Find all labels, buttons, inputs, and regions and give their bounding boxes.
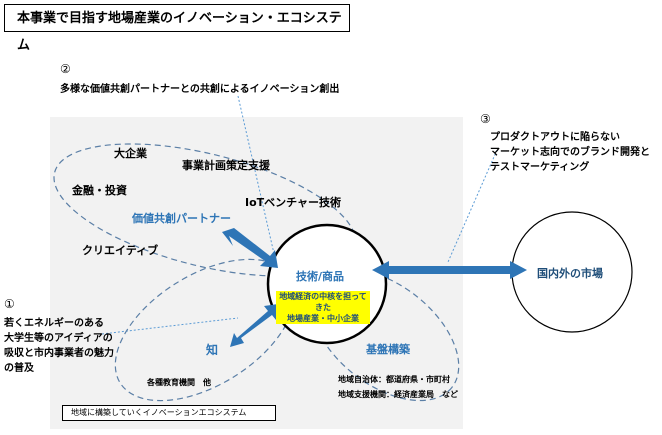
label-keikaku: 事業計画策定支援 (182, 159, 270, 172)
note1-line-1: 若くエネルギーのある (4, 318, 104, 329)
note2-number: ② (60, 62, 71, 76)
label-shien: 地域支援機関：経済産業局 など (338, 390, 458, 399)
note1-line-2: 大学生等のアイディアの (4, 333, 113, 344)
label-jichitai: 地域自治体：都道府県・市町村 (338, 375, 450, 384)
note1-number: ① (4, 297, 15, 311)
core-circle (266, 223, 388, 345)
core-line-2: 地場産業・中小企業 (287, 314, 359, 323)
ecosystem-caption: 地域に構築していくイノベーションエコシステム (62, 405, 276, 421)
partner-core-arrow (222, 228, 278, 268)
label-kachi: 価値共創パートナー (132, 212, 231, 225)
knowledge-core-arrow (230, 303, 285, 347)
label-kiban: 基盤構築 (366, 343, 410, 356)
note3-line-1: プロダクトアウトに陥らない (490, 132, 620, 143)
note2-text: 多様な価値共創パートナーとの共創によるイノベーション創出 (60, 84, 340, 95)
label-kyoiku: 各種教育機関 他 (147, 378, 211, 387)
label-creative: クリエイティブ (82, 244, 159, 257)
leader-line-1 (101, 317, 239, 335)
label-kinyu: 金融・投資 (72, 184, 127, 197)
note3-number: ③ (480, 112, 491, 126)
core-highlight-label: 地域経済の中核を担ってきた 地場産業・中小企業 (276, 291, 370, 324)
label-iot: IoTベンチャー技術 (245, 196, 342, 209)
note3-line-2: マーケット志向でのブランド開発と (490, 147, 650, 158)
label-gijutsu: 技術/商品 (296, 270, 345, 283)
label-chi: 知 (206, 343, 219, 357)
leader-line-2 (237, 95, 276, 259)
label-daikigyo: 大企業 (114, 147, 147, 160)
core-market-arrow (372, 261, 527, 279)
note1-line-3: 吸収と市内事業者の魅力 (4, 348, 114, 359)
leader-line-3 (447, 149, 498, 263)
core-line-1: 地域経済の中核を担ってきた (279, 292, 367, 312)
page-title: 本事業で目指す地場産業のイノベーション・エコシステム (4, 4, 350, 53)
note1-line-4: の普及 (4, 363, 34, 374)
note3-line-3: テストマーケティング (490, 162, 590, 173)
label-market: 国内外の市場 (537, 267, 603, 280)
